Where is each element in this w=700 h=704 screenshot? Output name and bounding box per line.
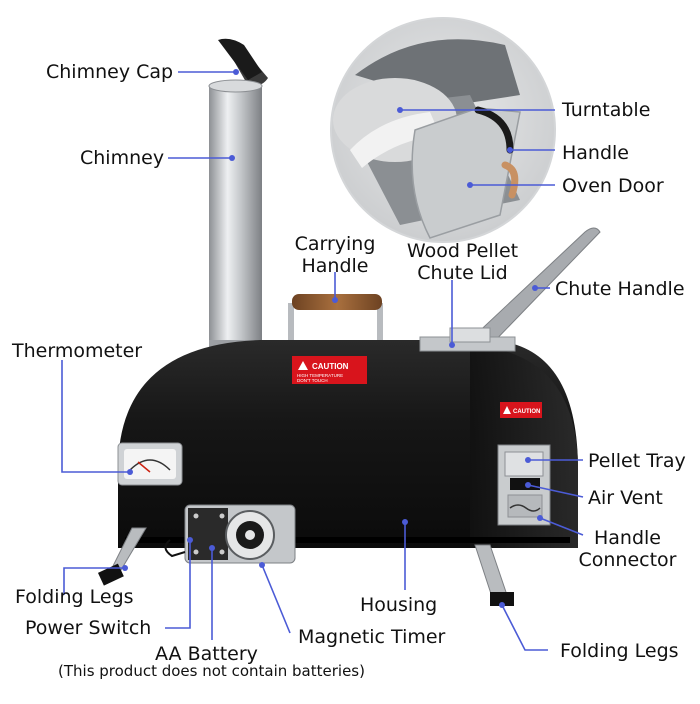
leader-magnetic-timer	[261, 564, 291, 634]
chimney-assembly	[208, 38, 268, 358]
battery-disclaimer: (This product does not contain batteries…	[58, 662, 365, 680]
magnetic-timer-module	[164, 504, 296, 564]
pellet-tray-panel	[497, 444, 551, 526]
door-handle-grip	[474, 106, 514, 154]
label-oven-door: Oven Door	[562, 175, 664, 197]
leader-lines	[61, 71, 584, 651]
oven-door-panel	[411, 107, 521, 239]
folding-legs	[97, 527, 514, 606]
caution-sticker-side: CAUTION	[500, 402, 542, 418]
label-chimney-cap: Chimney Cap	[46, 61, 174, 83]
label-chimney: Chimney	[80, 147, 165, 169]
oven-door-detail-inset	[330, 17, 556, 243]
label-thermometer: Thermometer	[12, 340, 143, 362]
label-folding-legs-left: Folding Legs	[15, 586, 134, 608]
leader-dots	[122, 69, 543, 608]
label-magnetic-timer: Magnetic Timer	[298, 626, 446, 648]
label-housing: Housing	[360, 594, 438, 616]
label-pellet-tray: Pellet Tray	[588, 450, 686, 472]
label-folding-legs-right: Folding Legs	[560, 640, 679, 662]
leader-folding-legs-right	[501, 604, 548, 651]
label-handle: Handle	[562, 142, 630, 164]
label-turntable: Turntable	[562, 99, 651, 121]
leader-thermometer	[61, 360, 130, 473]
caution-line1: HIGH TEMPERATURE	[297, 373, 343, 378]
thermometer-dial	[117, 442, 183, 486]
caution-line2: DON'T TOUCH	[297, 378, 328, 383]
leader-folding-legs-left	[63, 567, 125, 595]
label-chute-handle: Chute Handle	[555, 278, 685, 300]
caution-title: CAUTION	[312, 362, 349, 371]
caution-sticker-top: CAUTION HIGH TEMPERATURE DON'T TOUCH	[292, 356, 367, 384]
label-aa-battery: AA Battery	[155, 643, 258, 665]
label-air-vent: Air Vent	[588, 487, 663, 509]
leader-power-switch	[165, 540, 191, 629]
label-power-switch: Power Switch	[25, 617, 152, 639]
label-carrying-handle: Carrying Handle	[294, 233, 376, 277]
label-wood-pellet-chute-lid: Wood Pellet Chute Lid	[406, 240, 519, 284]
leader-handle-connector	[539, 517, 584, 536]
side-caution-title: CAUTION	[513, 409, 540, 415]
leader-air-vent	[527, 484, 584, 498]
chimney-pipe	[209, 86, 262, 358]
label-handle-connector: Handle Connector	[578, 527, 677, 571]
